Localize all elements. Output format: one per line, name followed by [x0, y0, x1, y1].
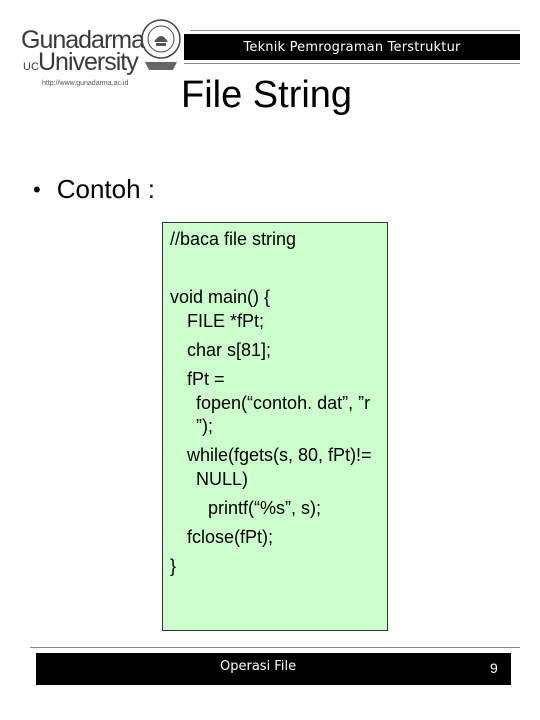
header-bar: Teknik Pemrograman Terstruktur: [184, 34, 520, 60]
code-line-fclose: fclose(fPt);: [187, 527, 274, 547]
bullet-dot: •: [33, 176, 41, 202]
university-seal-icon: [141, 19, 181, 70]
logo-url: http://www.gunadarma.ac.id: [42, 80, 129, 87]
header-bottom-rule: [184, 63, 520, 64]
code-line-null: NULL): [196, 469, 249, 489]
logo-name-line1: Gunadarma: [21, 26, 145, 54]
bullet-text: Contoh :: [56, 174, 155, 204]
code-block: //baca file string void main() { FILE *f…: [162, 222, 388, 631]
slide-title: File String: [181, 74, 353, 116]
page-number: 9: [490, 660, 498, 676]
code-line-fopen-end: ”);: [196, 416, 213, 436]
logo-uc-mark: UC: [23, 61, 39, 73]
code-line-comment: //baca file string: [170, 229, 297, 249]
footer-label: Operasi File: [220, 659, 297, 674]
university-logo: Gunadarma University UC http://www.gunad…: [18, 18, 181, 87]
course-title: Teknik Pemrograman Terstruktur: [243, 39, 461, 55]
code-line-file-decl: FILE *fPt;: [187, 311, 265, 331]
code-line-fopen: fopen(“contoh. dat”, ”r: [196, 393, 371, 413]
code-line-while: while(fgets(s, 80, fPt)!=: [187, 445, 372, 465]
code-line-char-decl: char s[81];: [187, 340, 272, 360]
logo-name-line2: University: [38, 48, 139, 76]
code-line-printf: printf(“%s”, s);: [208, 498, 322, 518]
bullet-item: • Contoh :: [33, 174, 155, 205]
code-line-assign: fPt =: [187, 369, 225, 389]
footer-top-rule: [30, 647, 520, 648]
header-top-rule: [190, 30, 520, 31]
code-line-close-brace: }: [170, 556, 177, 576]
code-line-main: void main() {: [170, 287, 271, 307]
footer-bar: [36, 653, 511, 685]
